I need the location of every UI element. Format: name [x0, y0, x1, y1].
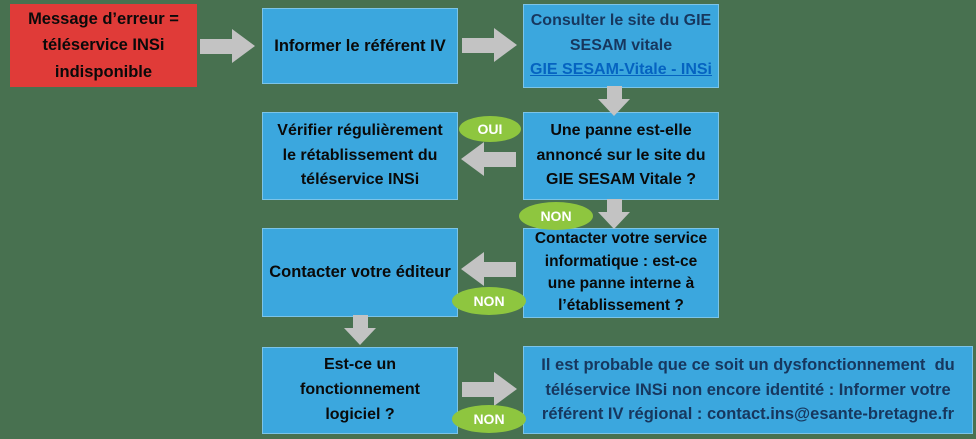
- arrow-head: [598, 212, 630, 229]
- arrow-shaft: [462, 37, 494, 53]
- outage-question-box: Une panne est-elle annoncé sur le site d…: [523, 112, 719, 200]
- arrow-shaft: [606, 199, 622, 212]
- non-badge: NON: [519, 202, 593, 230]
- oui-badge: OUI: [459, 116, 521, 142]
- inform-referent-text: Informer le référent IV: [274, 36, 446, 55]
- verify-restore-text: Vérifier régulièrement le rétablissement…: [277, 121, 443, 189]
- inform-referent-box: Informer le référent IV: [262, 8, 458, 84]
- outage-question-text: Une panne est-elle annoncé sur le site d…: [536, 121, 706, 189]
- arrow-head: [344, 328, 376, 345]
- arrow-down-icon: [598, 86, 630, 116]
- arrow-right-icon: [462, 372, 517, 406]
- arrow-shaft: [462, 381, 494, 397]
- contact-editor-box: Contacter votre éditeur: [262, 228, 458, 317]
- arrow-shaft: [606, 86, 622, 99]
- arrow-head: [494, 372, 517, 406]
- arrow-shaft: [484, 151, 516, 167]
- non-badge-label: NON: [473, 411, 505, 427]
- arrow-head: [598, 99, 630, 116]
- arrow-head: [461, 142, 484, 176]
- arrow-head: [494, 28, 517, 62]
- gie-sesam-vitale-link[interactable]: GIE SESAM-Vitale - INSi: [530, 61, 712, 79]
- arrow-head: [461, 252, 484, 286]
- non-badge: NON: [452, 405, 526, 433]
- non-badge-label: NON: [473, 293, 505, 309]
- error-message-box: Message d’erreur = téléservice INSi indi…: [10, 4, 197, 87]
- error-message-text: Message d’erreur = téléservice INSi indi…: [28, 9, 179, 81]
- final-advice-text: Il est probable que ce soit un dysfoncti…: [541, 355, 955, 424]
- arrow-left-icon: [461, 142, 516, 176]
- oui-badge-label: OUI: [477, 121, 503, 137]
- arrow-right-icon: [462, 28, 517, 62]
- arrow-head: [232, 29, 255, 63]
- arrow-down-icon: [344, 315, 376, 345]
- consult-site-text: Consulter le site du GIE SESAM vitale: [530, 11, 712, 54]
- arrow-shaft: [352, 315, 368, 328]
- non-badge-label: NON: [540, 208, 572, 224]
- verify-restore-box: Vérifier régulièrement le rétablissement…: [262, 112, 458, 200]
- arrow-shaft: [200, 38, 232, 54]
- arrow-shaft: [484, 261, 516, 277]
- arrow-down-icon: [598, 199, 630, 229]
- contact-it-text: Contacter votre service informatique : e…: [534, 230, 708, 315]
- final-advice-box: Il est probable que ce soit un dysfoncti…: [523, 346, 973, 434]
- software-question-text: Est-ce un fonctionnement logiciel ?: [300, 356, 420, 423]
- consult-site-box: Consulter le site du GIE SESAM vitale GI…: [523, 4, 719, 88]
- arrow-right-icon: [200, 29, 255, 63]
- contact-it-box: Contacter votre service informatique : e…: [523, 228, 719, 318]
- contact-editor-text: Contacter votre éditeur: [269, 263, 451, 282]
- software-question-box: Est-ce un fonctionnement logiciel ?: [262, 347, 458, 434]
- arrow-left-icon: [461, 252, 516, 286]
- non-badge: NON: [452, 287, 526, 315]
